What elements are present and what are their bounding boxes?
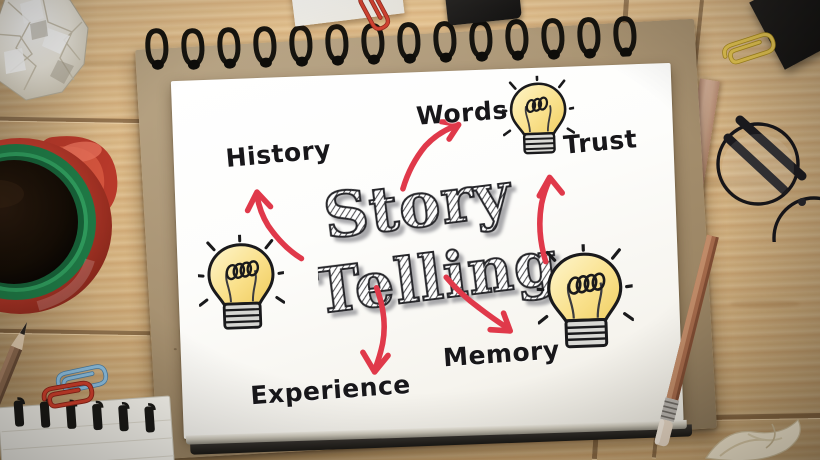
arrow-to-memory-icon bbox=[442, 269, 517, 342]
mindmap-label-trust: Trust bbox=[562, 124, 639, 160]
pencil-left bbox=[0, 318, 37, 460]
lightbulb-icon bbox=[532, 239, 638, 361]
paperclip-gold bbox=[714, 27, 783, 72]
wood-grain bbox=[60, 60, 150, 67]
mindmap-title: Story Telling bbox=[309, 156, 580, 335]
paperclip-red-top bbox=[350, 0, 397, 37]
pencil-right bbox=[642, 233, 725, 460]
mindmap-label-experience: Experience bbox=[249, 369, 412, 411]
spiral-notebook[interactable]: Story Telling bbox=[134, 16, 718, 460]
mindmap-label-words: Words bbox=[415, 95, 509, 131]
wood-grain bbox=[660, 180, 770, 186]
svg-text:Story: Story bbox=[319, 157, 516, 253]
notebook-page: Story Telling bbox=[170, 62, 693, 455]
arrow-to-experience-icon bbox=[346, 283, 411, 377]
lightbulb-icon bbox=[193, 231, 289, 340]
crumpled-paper-ball bbox=[0, 0, 112, 114]
pencil-shavings bbox=[702, 414, 812, 460]
arrow-to-words-icon bbox=[394, 118, 469, 193]
lightbulb-icon bbox=[497, 71, 579, 163]
plank-seam bbox=[0, 116, 161, 124]
paperclip-red bbox=[34, 377, 100, 413]
wood-grain bbox=[730, 300, 800, 308]
eyeglasses bbox=[706, 112, 820, 280]
coffee-mug bbox=[0, 130, 126, 320]
arrow-to-trust-icon bbox=[520, 173, 575, 267]
arrow-to-history-icon bbox=[241, 184, 314, 265]
